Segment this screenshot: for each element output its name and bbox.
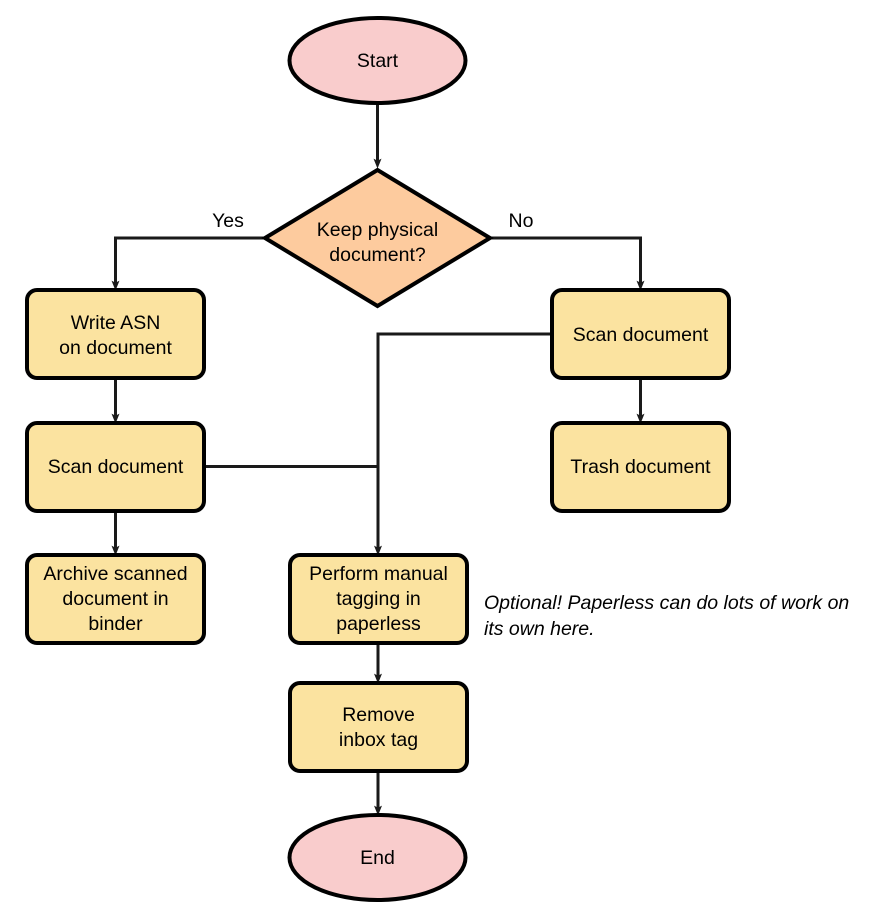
- connector-decision-yes-to-write-asn: [111, 236, 265, 291]
- archive-box-shape: [25, 553, 206, 645]
- node-decision-keep-physical-document[interactable]: Keep physical document?: [261, 167, 494, 309]
- node-write-asn-on-document[interactable]: Write ASN on document: [25, 288, 206, 380]
- tagging-box-shape: [288, 553, 469, 645]
- trash-document-label: Trash document: [570, 456, 711, 478]
- scan-document-right-box-shape: [550, 288, 731, 380]
- archive-label-line1: Archive scanned: [43, 563, 187, 585]
- archive-label-line3: binder: [88, 613, 143, 635]
- remove-inbox-label-line1: Remove: [342, 704, 415, 726]
- connector-layer: [111, 103, 645, 816]
- node-trash-document[interactable]: Trash document: [550, 421, 731, 513]
- decision-label-line2: document?: [329, 244, 426, 266]
- optional-note-line1: Optional! Paperless can do lots of work …: [484, 592, 849, 614]
- remove-inbox-label-line2: inbox tag: [339, 729, 418, 751]
- optional-note-line2: its own here.: [484, 618, 595, 640]
- end-ellipse-shape: [287, 813, 468, 902]
- end-label: End: [360, 847, 395, 869]
- remove-inbox-box-shape: [288, 681, 469, 773]
- decision-diamond-shape: [261, 167, 494, 309]
- branch-label-no: No: [509, 210, 534, 232]
- write-asn-box-shape: [25, 288, 206, 380]
- node-archive-scanned-document[interactable]: Archive scanned document in binder: [25, 553, 206, 645]
- decision-label-line1: Keep physical: [317, 219, 438, 241]
- tagging-label-line1: Perform manual: [309, 563, 448, 585]
- node-remove-inbox-tag[interactable]: Remove inbox tag: [288, 681, 469, 773]
- tagging-label-line2: tagging in: [336, 588, 421, 610]
- annotation-optional-note: Optional! Paperless can do lots of work …: [484, 592, 849, 640]
- connector-scan-right-to-tagging: [374, 332, 552, 556]
- node-perform-manual-tagging[interactable]: Perform manual tagging in paperless: [288, 553, 469, 645]
- tagging-label-line3: paperless: [336, 613, 421, 635]
- branch-label-yes: Yes: [212, 210, 244, 232]
- start-ellipse-shape: [287, 16, 468, 105]
- connector-decision-no-to-scan-right: [490, 236, 645, 291]
- trash-document-box-shape: [550, 421, 731, 513]
- archive-label-line2: document in: [62, 588, 168, 610]
- write-asn-label-line1: Write ASN: [71, 312, 161, 334]
- write-asn-label-line2: on document: [59, 337, 172, 359]
- scan-document-left-label: Scan document: [48, 456, 184, 478]
- node-scan-document-left[interactable]: Scan document: [25, 421, 206, 513]
- node-start[interactable]: Start: [287, 16, 468, 105]
- scan-document-right-label: Scan document: [573, 324, 709, 346]
- node-end[interactable]: End: [287, 813, 468, 902]
- start-label: Start: [357, 50, 399, 72]
- scan-document-left-box-shape: [25, 421, 206, 513]
- node-scan-document-right[interactable]: Scan document: [550, 288, 731, 380]
